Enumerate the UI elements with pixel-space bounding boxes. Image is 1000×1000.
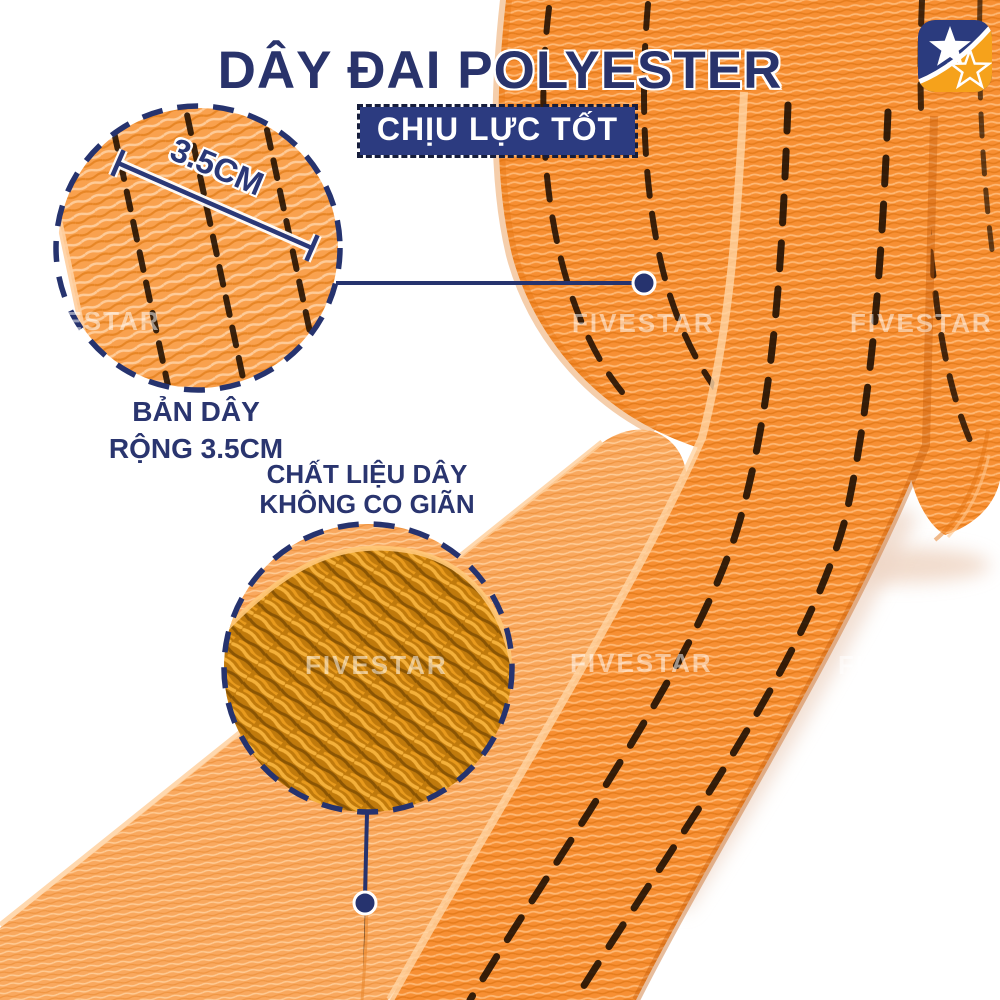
coil-ring: [933, 429, 990, 542]
stitch-line: [104, 108, 183, 388]
material-label-line1: CHẤT LIỆU DÂY: [266, 459, 468, 489]
connector-line-material: [363, 812, 369, 897]
stitch-line: [917, 0, 975, 448]
fivestar-watermark: FIVESTAR: [572, 308, 715, 338]
width-label-line1: BẢN DÂY: [132, 396, 260, 427]
logo-star-gold: [947, 46, 992, 90]
stitch-line: [177, 108, 256, 388]
connector-dot-material: [352, 890, 378, 916]
fiber-edge-highlight: [224, 545, 512, 676]
dashed-circle-border: [53, 103, 343, 393]
material-label-line2: KHÔNG CO GIÃN: [259, 489, 475, 519]
page-title: DÂY ĐAI POLYESTER: [217, 41, 783, 100]
roll-edge-shading: [492, 0, 658, 436]
stitch-line: [571, 108, 892, 1000]
fivestar-watermark: FIVESTAR: [838, 650, 981, 680]
stitch-line: [641, 1, 721, 395]
measurement-line: [108, 148, 322, 263]
stitch-line: [540, 5, 625, 395]
connector-dot-width: [631, 270, 657, 296]
fivestar-watermark: FIVESTAR: [305, 650, 448, 680]
badge: CHỊU LỰC TỐT: [357, 104, 638, 158]
logo-swoosh: [918, 26, 992, 86]
dashed-circle-border: [221, 521, 515, 815]
fivestar-star-logo-icon: [918, 20, 992, 92]
fivestar-watermark: FIVESTAR: [570, 648, 713, 678]
width-callout-label: BẢN DÂY RỘNG 3.5CM: [70, 393, 322, 467]
connector-material: [352, 812, 378, 916]
stitch-line: [977, 0, 995, 253]
stitch-line: [466, 101, 792, 1000]
fivestar-watermark: FIVESTAR: [18, 306, 161, 336]
coil-ring: [946, 454, 991, 539]
logo-star-white: [929, 26, 971, 66]
fivestar-watermark: FIVESTAR: [850, 308, 993, 338]
material-zoom-circle: [221, 521, 515, 815]
connector-width: [336, 270, 657, 296]
hanging-strap: [386, 91, 938, 1000]
strap-edge-highlight: [386, 91, 748, 1000]
strap-edge-shadow: [632, 115, 938, 1000]
material-callout-label: CHẤT LIỆU DÂY KHÔNG CO GIÃN: [239, 459, 495, 519]
width-label-line2: RỘNG 3.5CM: [108, 433, 284, 464]
